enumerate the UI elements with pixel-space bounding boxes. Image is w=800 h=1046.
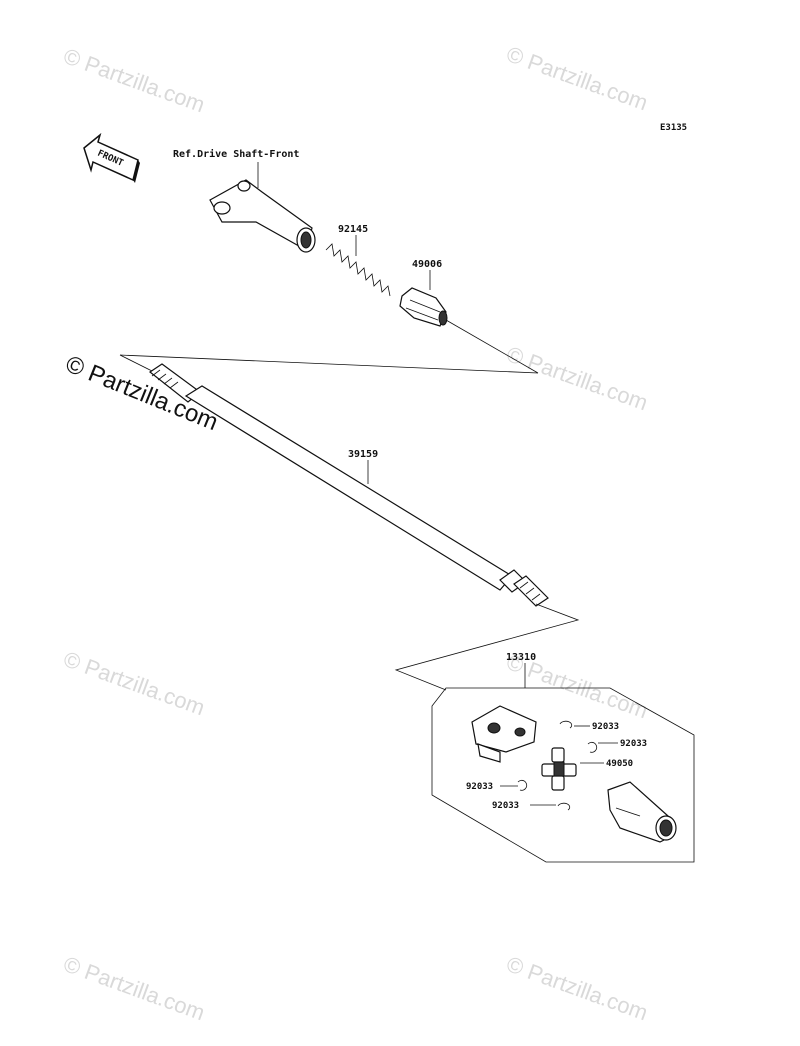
watermark: © Partzilla.com: [60, 951, 208, 1025]
snap-ring-icon: [517, 720, 598, 811]
watermark: © Partzilla.com: [503, 41, 651, 115]
front-yoke: [209, 179, 316, 253]
part-label-boot: 49006: [412, 259, 442, 270]
part-label-spider: 49050: [606, 759, 633, 769]
part-label-snap-ring-1: 92033: [592, 722, 619, 732]
watermark: © Partzilla.com: [503, 341, 651, 415]
part-label-shaft: 39159: [348, 449, 378, 460]
part-label-snap-ring-2: 92033: [620, 739, 647, 749]
boot: [399, 287, 448, 327]
joint-yoke-lower: [607, 781, 677, 843]
part-label-joint-assy: 13310: [506, 652, 536, 663]
drive-shaft: [148, 363, 549, 607]
faint-watermarks: © Partzilla.com © Partzilla.com © Partzi…: [60, 41, 651, 1025]
part-label-snap-ring-3: 92033: [466, 782, 493, 792]
watermark: © Partzilla.com: [60, 43, 208, 117]
watermark: © Partzilla.com: [503, 951, 651, 1025]
part-label-spring: 92145: [338, 224, 368, 235]
spring: [325, 243, 391, 297]
front-arrow-icon: FRONT: [83, 132, 140, 183]
joint-assy-frame: [431, 687, 695, 863]
watermark: © Partzilla.com: [60, 646, 208, 720]
spider-cross: [541, 747, 577, 791]
ref-drive-shaft-label: Ref.Drive Shaft-Front: [173, 148, 299, 160]
joint-yoke-upper: [471, 705, 537, 763]
diagram-code: E3135: [660, 123, 687, 133]
part-label-snap-ring-4: 92033: [492, 801, 519, 811]
